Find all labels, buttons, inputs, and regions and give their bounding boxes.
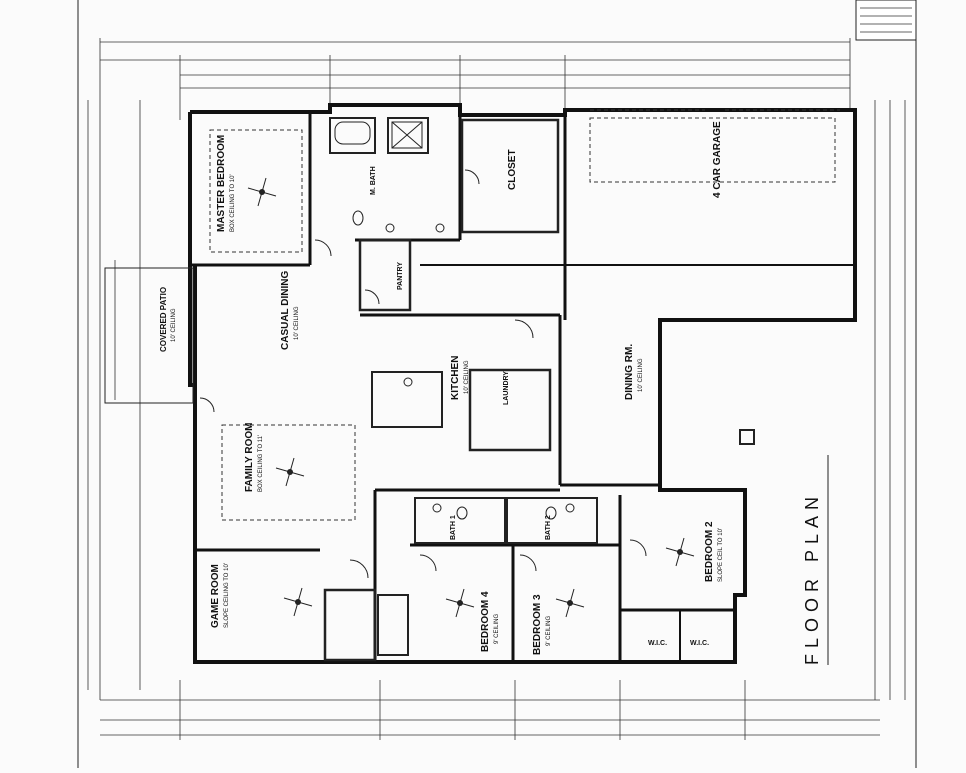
room-label-bath-1: BATH 1 [450, 515, 457, 540]
room-sub-kitchen: 10' CEILING [464, 360, 470, 394]
room-sub-family-room: BOX CEILING TO 11' [258, 435, 264, 492]
room-label-wic-2: W.I.C. [690, 640, 709, 647]
room-sub-bedroom-3: 9' CEILING [546, 616, 552, 646]
ceiling-outlines [209, 117, 836, 521]
sink-icon [385, 223, 575, 513]
room-label-covered-patio: COVERED PATIO [159, 287, 168, 352]
title-block [855, 0, 917, 41]
ceiling-fan-icon [275, 457, 305, 487]
room-label-closet: CLOSET [507, 149, 518, 190]
ceiling-fan-icon [555, 588, 585, 618]
room-label-bedroom-2: BEDROOM 2 [704, 521, 715, 582]
room-sub-master-bedroom: BOX CEILING TO 10' [230, 174, 236, 232]
door-swings [199, 169, 647, 579]
dimension-lines-right [874, 100, 906, 700]
room-label-bedroom-3: BEDROOM 3 [532, 594, 543, 655]
room-label-wic-1: W.I.C. [648, 640, 667, 647]
exterior-walls [188, 103, 857, 664]
room-label-m-bath: M. BATH [370, 166, 377, 195]
ceiling-fan-icon [445, 588, 475, 618]
room-label-pantry: PANTRY [397, 262, 404, 290]
room-sub-game-room: SLOPE CEILING TO 10' [224, 563, 230, 628]
room-label-casual-dining: CASUAL DINING [280, 271, 291, 350]
room-label-laundry: LAUNDRY [503, 371, 510, 405]
room-label-family-room: FAMILY ROOM [244, 423, 255, 492]
dimension-lines-bottom [100, 680, 880, 740]
room-label-game-room: GAME ROOM [210, 564, 221, 628]
room-label-kitchen: KITCHEN [450, 356, 461, 400]
ceiling-fan-icon [247, 177, 277, 207]
room-label-bath-2: BATH 2 [545, 515, 552, 540]
room-label-master-bedroom: MASTER BEDROOM [216, 135, 227, 232]
ceiling-fan-icon [283, 587, 313, 617]
room-sub-casual-dining: 10' CEILING [294, 306, 300, 340]
room-sub-covered-patio: 10' CEILING [171, 308, 177, 342]
bathtub-icon [334, 121, 423, 149]
room-label-dining-rm: DINING RM. [624, 344, 635, 400]
dimension-lines-left [87, 100, 141, 690]
drawing-title: FLOOR PLAN [802, 491, 822, 665]
room-sub-bedroom-2: SLOPE CEIL TO 10' [718, 528, 724, 582]
dimension-lines-top [99, 38, 851, 700]
room-label-bedroom-4: BEDROOM 4 [480, 591, 491, 652]
ceiling-fan-icon [665, 537, 695, 567]
room-label-garage: 4 CAR GARAGE [712, 121, 723, 198]
room-sub-bedroom-4: 9' CEILING [494, 614, 500, 644]
room-sub-dining-rm: 10' CEILING [638, 358, 644, 392]
toilet-icon [352, 210, 557, 520]
interior-walls [104, 110, 855, 662]
